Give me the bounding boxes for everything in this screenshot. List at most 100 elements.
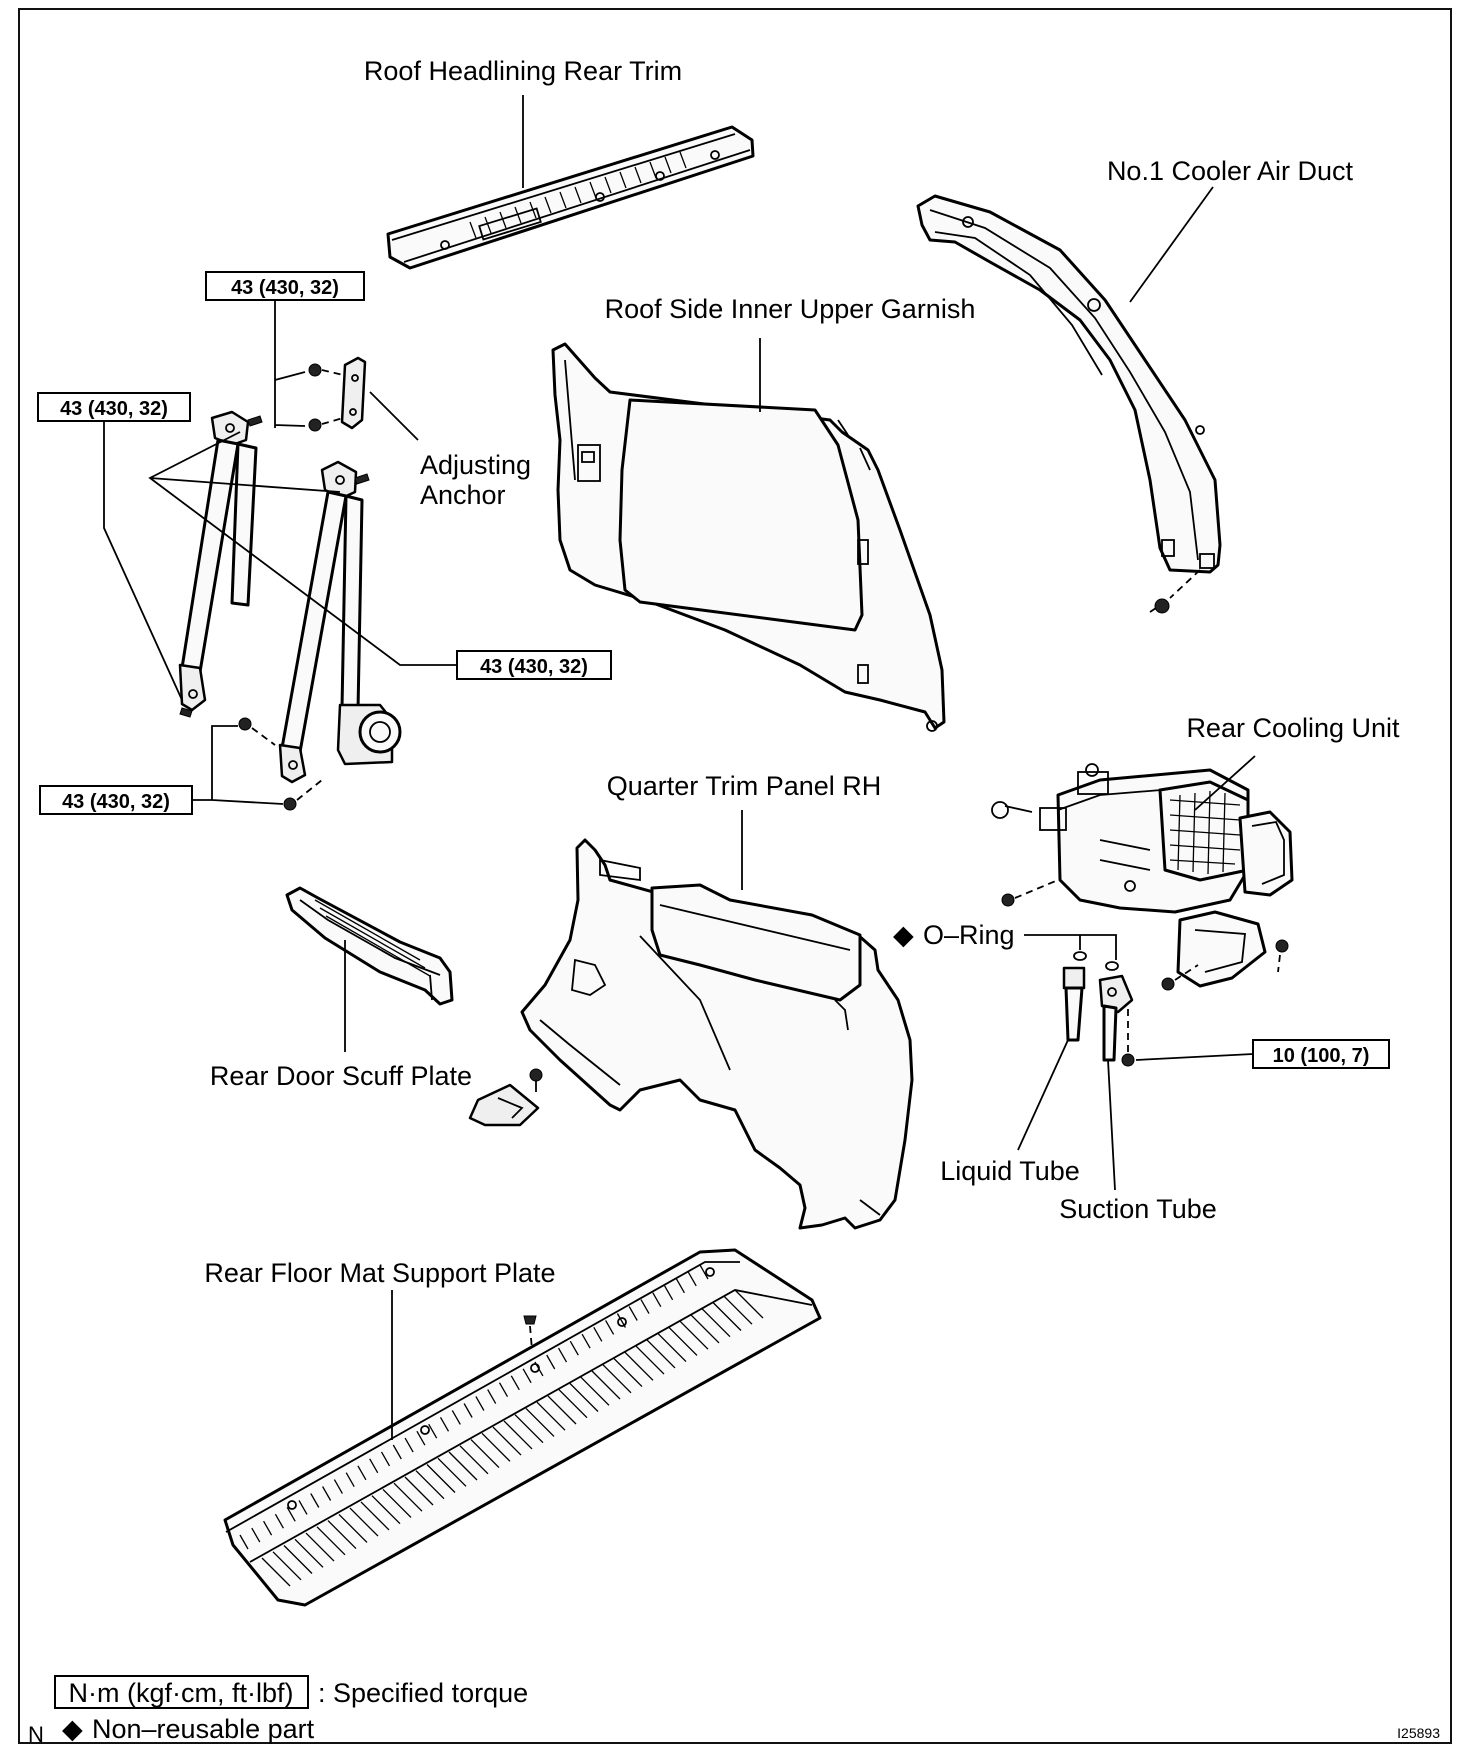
no1-cooler-air-duct <box>916 194 1222 574</box>
floor-plate-edge-rib <box>605 1320 615 1335</box>
floor-plate-rib <box>382 1488 412 1518</box>
cooling-unit-bolts <box>1001 879 1289 1067</box>
floor-plate-edge-rib <box>640 1299 650 1314</box>
floor-plate-rib <box>646 1339 676 1369</box>
floor-plate-rib <box>558 1389 588 1419</box>
floor-plate-edge-rib <box>345 1472 355 1488</box>
floor-plate-rib <box>327 1520 357 1550</box>
floor-plate-edge-rib <box>274 1513 284 1529</box>
floor-plate-edge-rib <box>310 1493 320 1508</box>
floor-plate-rib <box>272 1551 302 1581</box>
floor-plate-rib <box>338 1513 368 1543</box>
floor-plate-edge-rib <box>510 1375 520 1391</box>
torque-box-lower-left: 43 (430, 32) <box>39 785 193 815</box>
rear-door-scuff-plate <box>285 886 454 1006</box>
floor-plate-edge-rib <box>333 1479 343 1494</box>
floor-plate-edge-rib <box>593 1326 603 1342</box>
liquid-tube-label: Liquid Tube <box>940 1156 1080 1186</box>
floor-plate-rib <box>690 1314 720 1344</box>
rear-cooling-unit-label: Rear Cooling Unit <box>1186 713 1400 743</box>
floor-plate-edge-rib <box>487 1389 497 1404</box>
floor-plate-edge-rib <box>404 1437 414 1453</box>
floor-plate-edge-rib <box>416 1430 426 1446</box>
floor-plate-rib <box>723 1295 753 1325</box>
air-duct-bolt <box>1149 598 1170 614</box>
floor-plate-rib <box>635 1345 665 1375</box>
floor-plate-rib <box>514 1414 544 1444</box>
legend: N·m (kgf·cm, ft·lbf) : Specified torque … <box>54 1675 528 1744</box>
o-ring-parts <box>1073 951 1119 971</box>
floor-plate-edge-rib <box>322 1486 332 1501</box>
rear-seat-belt-assembly-left <box>178 410 402 784</box>
floor-plate-rib <box>261 1557 291 1587</box>
floor-plate-edge-rib <box>557 1347 568 1363</box>
floor-plate-edge-rib <box>546 1354 556 1370</box>
rear-cooling-unit <box>991 763 1294 988</box>
roof-headlining-rear-trim-label: Roof Headlining Rear Trim <box>364 56 682 86</box>
seat-belt-bolts <box>179 415 370 811</box>
floor-plate-rib <box>712 1302 742 1331</box>
quarter-trim-panel-rh <box>520 838 914 1230</box>
o-ring-label: O–Ring <box>923 920 1015 950</box>
floor-plate-rib <box>349 1507 379 1537</box>
floor-plate-edge-rib <box>475 1396 485 1411</box>
floor-plate-rib <box>404 1476 434 1506</box>
floor-plate-edge-rib <box>392 1444 402 1460</box>
corner-mark: N <box>28 1722 44 1747</box>
svg-text:10 (100, 7): 10 (100, 7) <box>1273 1045 1370 1067</box>
floor-plate-edge-rib <box>298 1500 308 1515</box>
floor-plate-rib <box>624 1351 654 1381</box>
floor-plate-rib <box>734 1289 764 1319</box>
floor-plate-edge-rib <box>498 1382 509 1398</box>
floor-plate-rib <box>283 1545 313 1574</box>
legend-nonreusable-desc: Non–reusable part <box>92 1714 315 1744</box>
trim-clip <box>468 1068 543 1127</box>
floor-plate-edge-rib <box>428 1423 438 1439</box>
floor-plate-rib <box>415 1470 445 1500</box>
roof-side-inner-upper-garnish-label: Roof Side Inner Upper Garnish <box>605 294 976 324</box>
torque-box-adjusting-anchor: 43 (430, 32) <box>205 271 365 301</box>
floor-plate-rib <box>437 1457 467 1487</box>
floor-plate-rib <box>602 1364 632 1394</box>
rear-door-scuff-plate-label: Rear Door Scuff Plate <box>210 1061 472 1091</box>
adjusting-anchor-label-line1: Adjusting <box>420 450 531 480</box>
diagram-frame <box>18 8 1452 1744</box>
floor-plate-edge-rib <box>380 1451 391 1467</box>
floor-plate-edge-rib <box>664 1285 674 1301</box>
floor-plate-rib <box>701 1308 731 1338</box>
floor-plate-clip <box>523 1315 537 1351</box>
floor-plate-rib <box>481 1432 511 1462</box>
suction-tube <box>1098 974 1134 1062</box>
torque-box-upper-left: 43 (430, 32) <box>37 392 191 422</box>
floor-plate-rib <box>393 1482 423 1512</box>
floor-plate-edge-rib <box>251 1527 261 1543</box>
o-ring-diamond-symbol: ◆ <box>893 920 914 950</box>
legend-torque-box: N·m (kgf·cm, ft·lbf) <box>69 1678 294 1708</box>
svg-text:43 (430, 32): 43 (430, 32) <box>60 398 168 420</box>
adjusting-anchor <box>308 356 367 432</box>
floor-plate-edge-rib <box>439 1416 450 1432</box>
rear-floor-mat-support-plate <box>223 1248 822 1607</box>
floor-plate-rib <box>679 1320 709 1350</box>
roof-headlining-rear-trim <box>386 125 755 270</box>
floor-plate-rib <box>657 1333 687 1363</box>
floor-plate-edge-rib <box>286 1506 296 1522</box>
floor-plate-edge-rib <box>463 1403 473 1418</box>
floor-plate-rib <box>503 1420 533 1450</box>
floor-plate-rib <box>305 1532 335 1562</box>
floor-plate-rib <box>492 1426 522 1456</box>
roof-side-inner-upper-garnish <box>551 342 946 732</box>
floor-plate-rib <box>591 1370 621 1400</box>
floor-plate-edge-rib <box>652 1292 662 1308</box>
suction-tube-label: Suction Tube <box>1059 1194 1217 1224</box>
svg-text:43 (430, 32): 43 (430, 32) <box>62 791 170 813</box>
svg-text:43 (430, 32): 43 (430, 32) <box>480 656 588 678</box>
floor-plate-rib <box>459 1445 489 1475</box>
floor-plate-edge-rib <box>522 1368 532 1384</box>
liquid-tube <box>1062 966 1086 1042</box>
floor-plate-rib <box>580 1376 610 1406</box>
floor-plate-edge-rib <box>263 1520 273 1536</box>
no1-cooler-air-duct-label: No.1 Cooler Air Duct <box>1107 156 1354 186</box>
floor-plate-edge-rib <box>451 1410 461 1425</box>
